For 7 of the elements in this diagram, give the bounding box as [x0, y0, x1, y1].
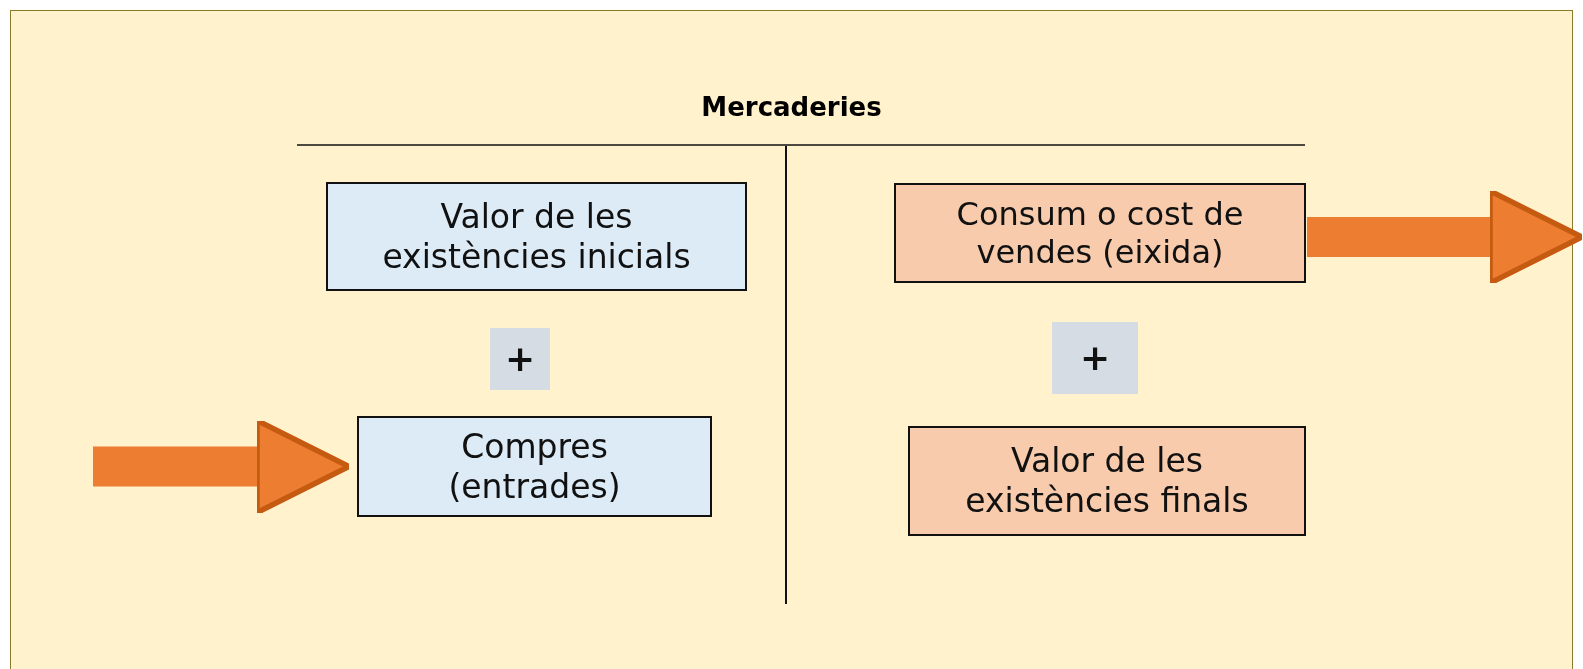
- entry-box: Valor de les existències finals: [908, 426, 1306, 536]
- entry-box: Compres (entrades): [357, 416, 712, 517]
- plus-sign-box: +: [490, 328, 550, 390]
- plus-sign-box: +: [1052, 322, 1138, 394]
- account-title: Mercaderies: [700, 92, 883, 122]
- block-arrow: [1307, 188, 1583, 286]
- entry-box: Consum o cost de vendes (eixida): [894, 183, 1306, 283]
